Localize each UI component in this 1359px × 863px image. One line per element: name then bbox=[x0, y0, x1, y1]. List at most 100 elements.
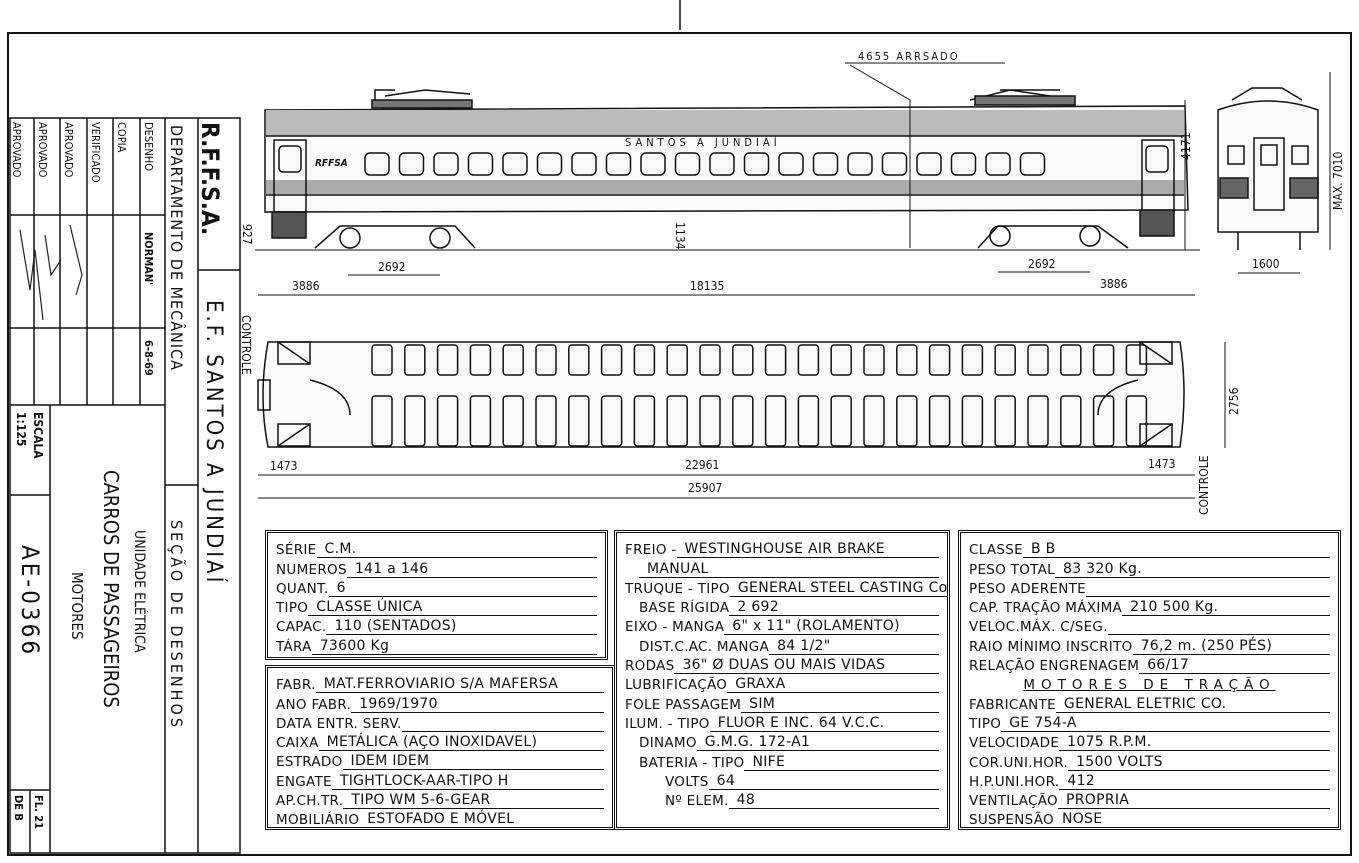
leader-line bbox=[845, 62, 1005, 248]
seat bbox=[502, 344, 524, 376]
spec-value bbox=[1086, 595, 1330, 597]
dim-overall: 25907 bbox=[688, 481, 722, 495]
seat bbox=[1027, 344, 1049, 376]
seat bbox=[797, 344, 820, 376]
spec-label: NUMEROS bbox=[276, 561, 347, 578]
spec-label: COR.UNI.HOR. bbox=[969, 754, 1069, 771]
side-window bbox=[433, 152, 459, 176]
spec-label: ESTRADO bbox=[276, 754, 343, 771]
side-window bbox=[847, 152, 873, 176]
spec-row: ANO FABR.1969/1970 bbox=[276, 693, 604, 713]
spec-label: CAIXA bbox=[276, 735, 319, 752]
spec-row: CAPAC.110 (SENTADOS) bbox=[276, 616, 597, 636]
spec-value: 1075 R.P.M. bbox=[1059, 735, 1330, 752]
side-window bbox=[778, 152, 804, 176]
spec-value: GRAXA bbox=[727, 677, 939, 694]
spec-row: VELOC.MÁX. C/SEG. bbox=[969, 616, 1330, 636]
seat bbox=[436, 395, 459, 447]
side-window bbox=[364, 152, 390, 176]
spec-heading: MOTORES DE TRAÇÃO bbox=[1023, 677, 1276, 694]
sheet-number: FL. 21 bbox=[32, 795, 45, 829]
spec-value: GENERAL ELETRIC CO. bbox=[1055, 696, 1330, 713]
dim-plan-width: 2756 bbox=[1227, 387, 1241, 415]
side-window bbox=[812, 152, 839, 176]
drawn-date: 6-8-69 bbox=[142, 340, 155, 376]
spec-value: NIFE bbox=[744, 754, 939, 771]
railway-name: E.F. SANTOS A JUNDIAÍ bbox=[201, 300, 227, 585]
top-note: 4655 ARRSADO bbox=[858, 50, 960, 63]
seat bbox=[371, 344, 393, 376]
seat bbox=[797, 395, 820, 447]
spec-value: IDEM IDEM bbox=[342, 754, 604, 771]
seat bbox=[1125, 344, 1148, 376]
spec-row: AP.CH.TR.TIPO WM 5-6-GEAR bbox=[276, 790, 604, 810]
spec-value: 141 a 146 bbox=[346, 561, 597, 578]
spec-label: SÉRIE bbox=[276, 542, 317, 559]
seat bbox=[633, 344, 656, 376]
side-window bbox=[881, 152, 908, 176]
spec-row: FREIO -WESTINGHOUSE AIR BRAKE bbox=[625, 539, 939, 559]
seat bbox=[469, 395, 492, 447]
side-window bbox=[1019, 152, 1046, 176]
spec-value: 1500 VOLTS bbox=[1068, 754, 1330, 771]
drawn-by: NORMAN' bbox=[142, 232, 155, 285]
seat bbox=[600, 395, 623, 447]
section-name: SEÇÃO DE DESENHOS bbox=[167, 520, 186, 730]
side-window bbox=[467, 152, 494, 176]
spec-row: H.P.UNI.HOR.412 bbox=[969, 771, 1330, 790]
spec-value: ESTOFADO E MÓVEL bbox=[359, 812, 604, 829]
spec-value: 48 bbox=[728, 793, 939, 810]
spec-label: RAIO MÍNIMO INSCRITO bbox=[969, 638, 1133, 655]
spec-label: DINAMO bbox=[639, 735, 697, 752]
signatures bbox=[19, 224, 83, 321]
spec-value: TIGHTLOCK-AAR-TIPO H bbox=[331, 773, 604, 790]
dim-bogie-right: 2692 bbox=[1028, 257, 1055, 271]
car-lettering: SANTOS A JUNDIAÍ bbox=[625, 136, 781, 149]
seat bbox=[994, 344, 1016, 376]
spec-value: C.M. bbox=[316, 542, 597, 559]
side-window bbox=[571, 152, 597, 176]
dim-centers: 18135 bbox=[690, 279, 724, 293]
seat bbox=[535, 344, 557, 376]
side-elevation bbox=[255, 89, 1200, 251]
seat bbox=[404, 395, 426, 447]
spec-label: BATERIA - TIPO bbox=[639, 754, 745, 771]
seat bbox=[1027, 395, 1049, 447]
spec-label: CAPAC. bbox=[276, 619, 327, 636]
side-window bbox=[536, 152, 563, 176]
side-window bbox=[502, 152, 528, 176]
seat bbox=[1125, 395, 1148, 447]
seat bbox=[535, 395, 557, 447]
spec-row: FABR.MAT.FERROVIARIO S/A MAFERSA bbox=[276, 674, 604, 694]
spec-value: NOSE bbox=[1053, 812, 1330, 829]
plan-view bbox=[257, 341, 1185, 448]
seat bbox=[961, 344, 984, 376]
spec-row: COR.UNI.HOR.1500 VOLTS bbox=[969, 751, 1330, 771]
spec-label: QUANT. bbox=[276, 580, 329, 597]
scale-value: 1:125 bbox=[14, 412, 28, 446]
role-label: APROVADO bbox=[62, 122, 75, 178]
role-label: COPIA bbox=[115, 122, 128, 153]
seat bbox=[568, 395, 590, 447]
spec-label: AP.CH.TR. bbox=[276, 793, 344, 810]
spec-label: MOBILIÁRIO bbox=[276, 812, 360, 829]
spec-value: 64 bbox=[708, 773, 939, 790]
